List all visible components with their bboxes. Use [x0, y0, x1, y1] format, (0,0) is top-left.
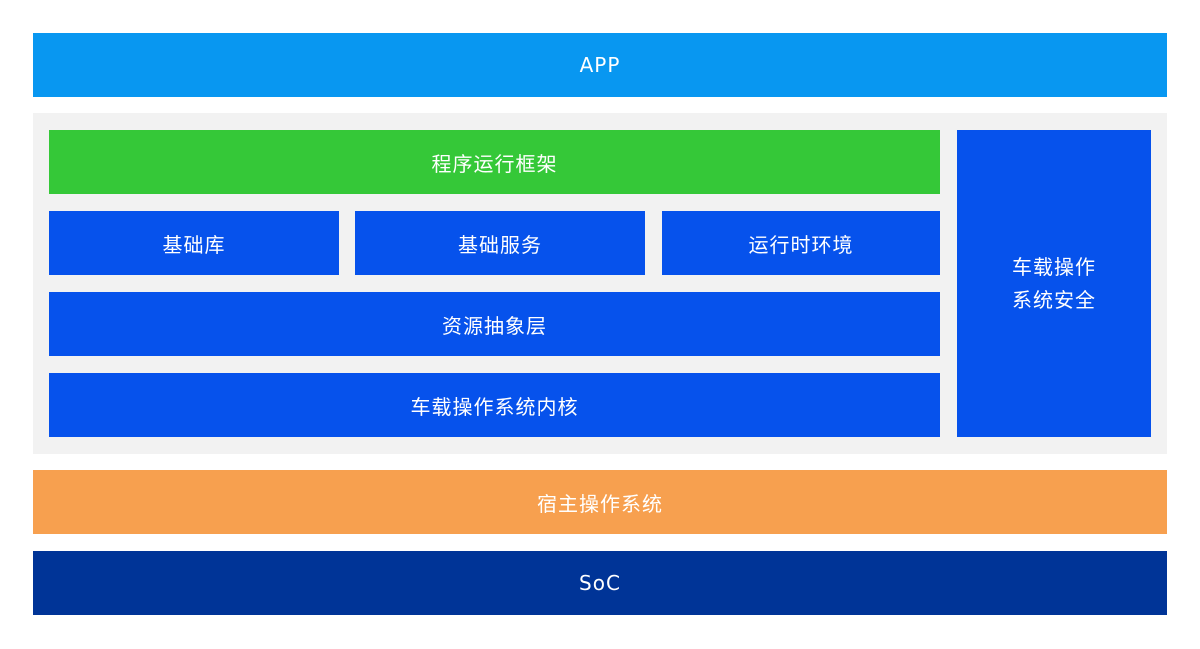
- layer-vehicle-os-security-line2: 系统安全: [1012, 287, 1096, 312]
- layer-resource-abstraction: 资源抽象层: [49, 292, 940, 356]
- layer-vehicle-os-security-text: 车载操作 系统安全: [1012, 251, 1096, 317]
- layer-runtime-environment-label: 运行时环境: [748, 232, 854, 257]
- layer-host-os-label: 宿主操作系统: [537, 491, 663, 516]
- layer-runtime-environment: 运行时环境: [662, 211, 940, 275]
- layer-app: APP: [33, 33, 1167, 97]
- layer-soc: SoC: [33, 551, 1167, 615]
- layer-program-framework: 程序运行框架: [49, 130, 940, 194]
- layer-base-library-label: 基础库: [162, 232, 226, 257]
- layer-host-os: 宿主操作系统: [33, 470, 1167, 534]
- layer-vehicle-os-security: 车载操作 系统安全: [957, 130, 1151, 437]
- layer-program-framework-label: 程序运行框架: [431, 151, 558, 176]
- layer-app-label: APP: [579, 53, 621, 77]
- layer-vehicle-os-kernel-label: 车载操作系统内核: [410, 394, 579, 419]
- layer-base-services-label: 基础服务: [458, 232, 542, 257]
- layer-resource-abstraction-label: 资源抽象层: [442, 313, 547, 338]
- layer-soc-label: SoC: [579, 571, 621, 595]
- layer-base-library: 基础库: [49, 211, 339, 275]
- layer-vehicle-os-kernel: 车载操作系统内核: [49, 373, 940, 437]
- layer-vehicle-os-security-line1: 车载操作: [1012, 254, 1096, 279]
- layer-base-services: 基础服务: [355, 211, 645, 275]
